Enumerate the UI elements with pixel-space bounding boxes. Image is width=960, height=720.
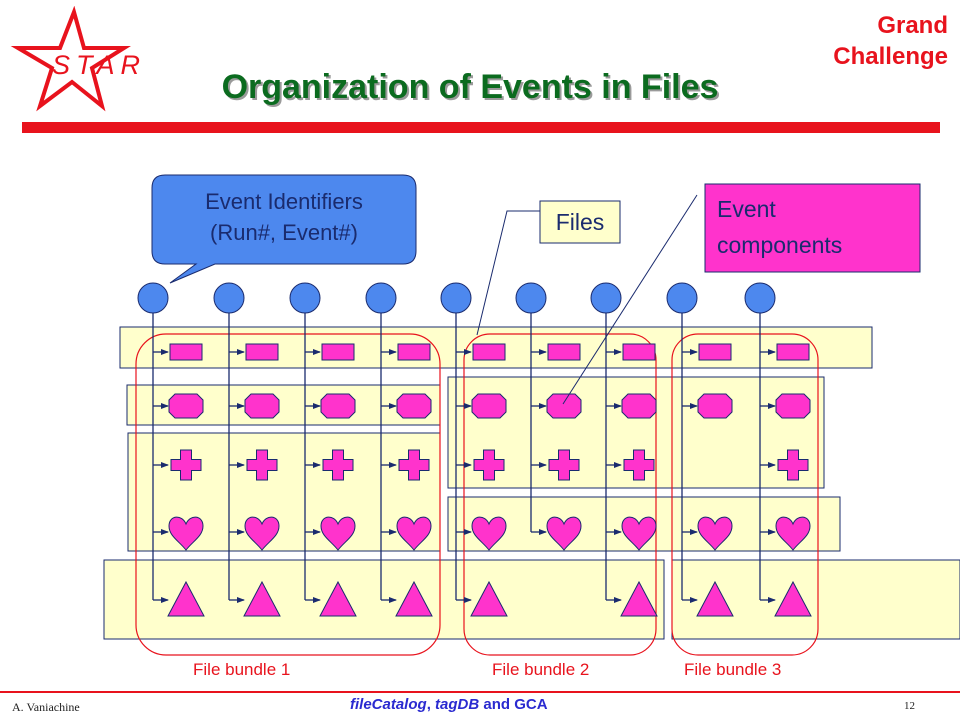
component-octagon: [244, 393, 280, 419]
component-triangle: [774, 580, 812, 617]
event-identifier-node: [137, 282, 169, 314]
component-triangle: [167, 580, 205, 617]
component-cross: [777, 449, 809, 481]
component-cross: [170, 449, 202, 481]
component-triangle: [395, 580, 433, 617]
event-components-line2: components: [717, 232, 843, 258]
component-cross: [246, 449, 278, 481]
component-octagon: [546, 393, 582, 419]
event-identifiers-callout: [151, 174, 417, 284]
component-rectangle: [245, 343, 279, 361]
component-heart: [621, 516, 657, 551]
event-components: [167, 343, 812, 617]
star-logo: STAR: [10, 6, 146, 112]
event-identifier-node: [590, 282, 622, 314]
file-bundle-3-outline: [671, 333, 819, 656]
component-heart: [775, 516, 811, 551]
component-heart: [697, 516, 733, 551]
footer-catalog: fileCatalog: [350, 696, 427, 713]
component-triangle: [243, 580, 281, 617]
file-bundle-3-label: File bundle 3: [684, 660, 782, 679]
component-rectangle: [472, 343, 506, 361]
event-identifier-node: [744, 282, 776, 314]
grand-challenge-line1: Grand: [877, 12, 948, 39]
component-rectangle: [776, 343, 810, 361]
event-identifier-node: [440, 282, 472, 314]
event-components-callout: [704, 183, 921, 273]
event-identifier-node: [213, 282, 245, 314]
event-lines: [152, 300, 776, 603]
component-cross: [398, 449, 430, 481]
component-heart: [471, 516, 507, 551]
file-bundle-2-outline: [463, 333, 657, 656]
files-callout: [539, 200, 621, 244]
component-heart: [168, 516, 204, 551]
component-rectangle: [397, 343, 431, 361]
files-leader-line: [476, 210, 540, 336]
event-identifier-node: [365, 282, 397, 314]
event-identifier-node: [666, 282, 698, 314]
component-triangle: [470, 580, 508, 617]
event-identifiers-line1: Event Identifiers: [205, 189, 363, 214]
event-identifier-nodes: [137, 282, 776, 314]
component-rectangle: [321, 343, 355, 361]
components-leader-line: [562, 194, 698, 405]
event-identifier-node: [515, 282, 547, 314]
page-title: Organization of Events in Files: [221, 68, 719, 106]
footer-sep: ,: [426, 696, 436, 713]
component-octagon: [396, 393, 432, 419]
grand-challenge-label: Grand Challenge: [768, 10, 948, 72]
author-name: A. Vaniachine: [12, 700, 80, 714]
component-octagon: [471, 393, 507, 419]
event-components-line1: Event: [717, 196, 776, 222]
component-heart: [320, 516, 356, 551]
star-logo-text: STAR: [52, 50, 146, 80]
event-identifiers-text: Event Identifiers (Run#, Event#): [150, 186, 418, 248]
component-heart: [396, 516, 432, 551]
event-components-text: Event components: [717, 191, 917, 263]
component-rectangle: [622, 343, 656, 361]
component-triangle: [319, 580, 357, 617]
component-octagon: [621, 393, 657, 419]
title-divider: [22, 122, 940, 133]
file-bundle-1-outline: [135, 333, 441, 656]
component-octagon: [320, 393, 356, 419]
footer-divider: [0, 691, 960, 693]
component-triangle: [696, 580, 734, 617]
component-triangle: [620, 580, 658, 617]
component-cross: [623, 449, 655, 481]
component-cross: [473, 449, 505, 481]
footer-subject: fileCatalog, tagDB and GCA: [350, 696, 548, 713]
component-octagon: [168, 393, 204, 419]
file-bundle-2-label: File bundle 2: [492, 660, 590, 679]
file-bundle-1-label: File bundle 1: [193, 660, 291, 679]
component-rectangle: [698, 343, 732, 361]
component-heart: [244, 516, 280, 551]
footer-rest: and GCA: [479, 696, 548, 713]
component-cross: [322, 449, 354, 481]
component-heart: [546, 516, 582, 551]
component-octagon: [697, 393, 733, 419]
event-identifiers-line2: (Run#, Event#): [210, 220, 358, 245]
footer-tagdb: tagDB: [435, 696, 480, 713]
event-identifier-node: [289, 282, 321, 314]
component-octagon: [775, 393, 811, 419]
files-label: Files: [555, 209, 605, 235]
grand-challenge-line2: Challenge: [833, 43, 948, 70]
star-icon: [10, 6, 131, 112]
page-number: 12: [904, 700, 915, 712]
component-rectangle: [169, 343, 203, 361]
component-rectangle: [547, 343, 581, 361]
component-cross: [548, 449, 580, 481]
